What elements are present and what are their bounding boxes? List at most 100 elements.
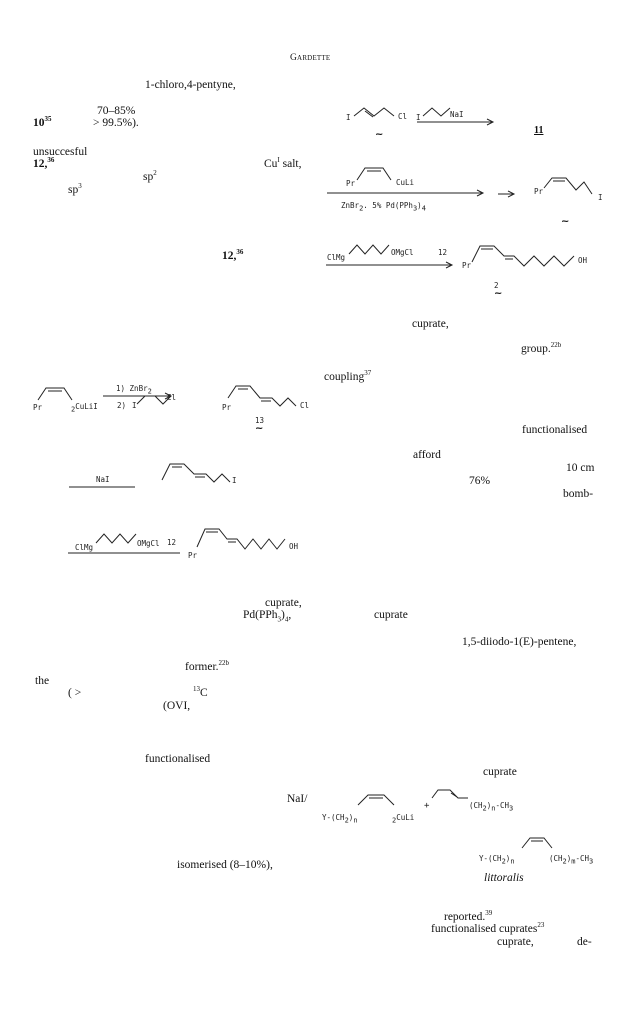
- compound-ref: 1035: [33, 115, 52, 129]
- group-label: Y-(CH2)n: [322, 813, 358, 825]
- text-fragment: > 99.5%).: [93, 117, 139, 129]
- atom-label: Pr: [534, 187, 544, 196]
- atom-label: Pr: [33, 403, 43, 412]
- reaction-line: [68, 552, 180, 554]
- atom-label: Cl: [398, 112, 408, 121]
- reaction-conditions: ZnBr2. 5% Pd(PPh3)4: [341, 201, 426, 213]
- text-fragment: coupling37: [324, 369, 372, 383]
- product-chain: [196, 528, 286, 550]
- text-fragment: CuI salt,: [264, 156, 302, 170]
- text-fragment: functionalised: [522, 424, 588, 436]
- compound-ref: 12,36: [33, 156, 55, 170]
- text-fragment: functionalised cuprates23: [431, 921, 545, 935]
- product-chain: [521, 837, 553, 849]
- group-label: Y-(CH2)n: [479, 854, 515, 866]
- atom-label: 2CuLiI: [71, 402, 98, 414]
- text-fragment: 1,5-diiodo-1(E)-pentene,: [462, 636, 577, 648]
- text-fragment: afford: [413, 449, 441, 461]
- text-fragment: unsuccesful: [33, 146, 88, 158]
- atom-label: Pr: [462, 261, 472, 270]
- compound-ref: 12,36: [222, 248, 244, 262]
- reagent-label: ClMg: [327, 253, 346, 262]
- atom-label: Cl: [167, 393, 177, 402]
- chain-bond: [348, 244, 390, 255]
- atom-label: OH: [578, 256, 588, 265]
- reagent-label: OMgCl: [391, 248, 414, 257]
- compound-number: 13: [255, 416, 265, 425]
- cuprate-structure: [37, 387, 73, 401]
- atom-label: 2CuLi: [392, 813, 415, 825]
- group-label: (CH2)m-CH3: [549, 854, 594, 866]
- compound-number: 2: [494, 281, 499, 290]
- reaction-step: 2): [117, 401, 127, 410]
- text-fragment: ( >: [68, 687, 82, 699]
- product-chain: [543, 177, 593, 195]
- text-fragment: cuprate,: [412, 318, 449, 330]
- tilde-mark: ~: [561, 216, 570, 227]
- text-fragment: Pd(PPh3)4,: [243, 609, 292, 624]
- text-fragment: sp3: [68, 182, 82, 196]
- text-fragment: littoralis: [484, 872, 524, 884]
- chain-bond: [95, 533, 137, 544]
- text-fragment: reported.39: [444, 909, 493, 923]
- atom-label: I: [598, 193, 603, 202]
- text-fragment: sp2: [143, 169, 157, 183]
- text-fragment: bomb-: [563, 488, 594, 500]
- text-fragment: cuprate: [483, 766, 517, 778]
- text-fragment: group.22b: [521, 341, 562, 355]
- group-label: (CH2)n-CH3: [469, 801, 514, 813]
- text-fragment: (OVI,: [163, 700, 191, 712]
- atom-label: Cl: [300, 401, 310, 410]
- reagent-label: NaI: [450, 110, 464, 119]
- product-chain: [227, 385, 297, 407]
- chain-bond: [422, 107, 451, 117]
- text-fragment: former.22b: [185, 659, 230, 673]
- plus-sign: +: [424, 801, 430, 811]
- reaction-arrow: [327, 189, 485, 197]
- atom-label: CuLi: [396, 178, 415, 187]
- reagent-label: OMgCl: [137, 539, 160, 548]
- text-fragment: 76%: [469, 475, 491, 487]
- atom-label: I: [346, 113, 351, 122]
- text-fragment: cuprate: [374, 609, 408, 621]
- atom-label: Pr: [188, 551, 198, 560]
- text-fragment: 10 cm: [566, 462, 595, 474]
- text-fragment: 13C: [193, 685, 208, 699]
- running-title: Gardette: [290, 53, 331, 63]
- atom-label: I: [232, 476, 237, 485]
- chain-bond: [136, 395, 172, 405]
- reaction-step: 1) ZnBr2: [116, 384, 152, 396]
- product-chain: [471, 245, 575, 267]
- atom-label: I: [416, 113, 421, 122]
- reaction-arrow: [326, 261, 454, 269]
- tilde-mark: ~: [255, 423, 264, 434]
- product-chain: [161, 463, 231, 483]
- reaction-arrow: [417, 118, 495, 126]
- text-fragment: functionalised: [145, 753, 211, 765]
- compound-number: 12: [438, 248, 448, 257]
- reagent-label: ClMg: [75, 543, 94, 552]
- text-fragment: isomerised (8–10%),: [177, 859, 273, 871]
- compound-number: 11: [534, 125, 544, 136]
- tilde-mark: ~: [375, 129, 384, 140]
- text-fragment: 1-chloro,4-pentyne,: [145, 79, 236, 91]
- reaction-line: [69, 486, 135, 488]
- cuprate-structure: [356, 167, 392, 181]
- text-fragment: the: [35, 675, 50, 687]
- chain-bond: [431, 789, 468, 799]
- atom-label: Pr: [222, 403, 232, 412]
- chain-bond: [353, 107, 395, 118]
- text-fragment: cuprate,: [265, 597, 302, 609]
- text-fragment: 70–85%: [97, 105, 136, 117]
- cuprate-structure: [357, 794, 395, 806]
- tilde-mark: ~: [494, 288, 503, 299]
- text-fragment: de-: [577, 936, 592, 948]
- reaction-arrow: [498, 190, 516, 198]
- text-fragment: NaI/: [287, 793, 308, 805]
- atom-label: I: [132, 401, 137, 410]
- text-fragment: cuprate,: [497, 936, 534, 948]
- reagent-label: NaI: [96, 475, 110, 484]
- atom-label: Pr: [346, 179, 356, 188]
- compound-number: 12: [167, 538, 177, 547]
- atom-label: OH: [289, 542, 299, 551]
